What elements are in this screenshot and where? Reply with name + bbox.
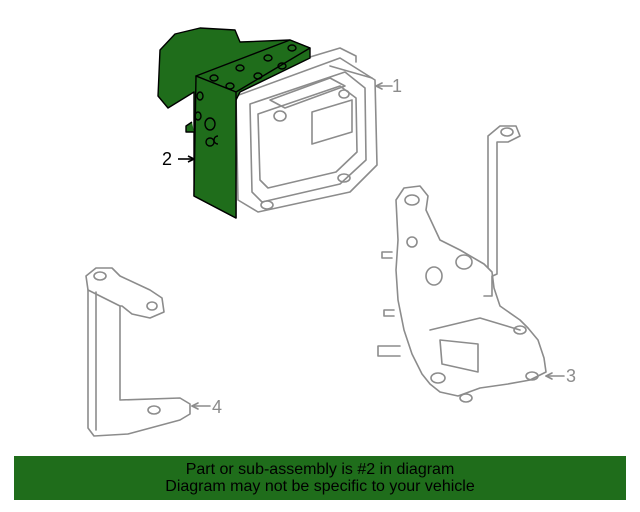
banner-line-2: Diagram may not be specific to your vehi… [165, 478, 475, 495]
callout-1: 1 [392, 76, 403, 96]
l-bracket-4 [85, 267, 191, 437]
mounting-bracket-3 [377, 125, 547, 403]
info-banner: Part or sub-assembly is #2 in diagram Di… [14, 456, 626, 500]
banner-line-1: Part or sub-assembly is #2 in diagram [185, 461, 455, 478]
abs-control-module [235, 47, 378, 213]
abs-hydraulic-unit-2 [157, 27, 311, 219]
callout-3: 3 [566, 366, 577, 386]
leader-line-2 [178, 155, 195, 163]
callout-4: 4 [212, 397, 223, 417]
callout-2: 2 [162, 149, 173, 169]
